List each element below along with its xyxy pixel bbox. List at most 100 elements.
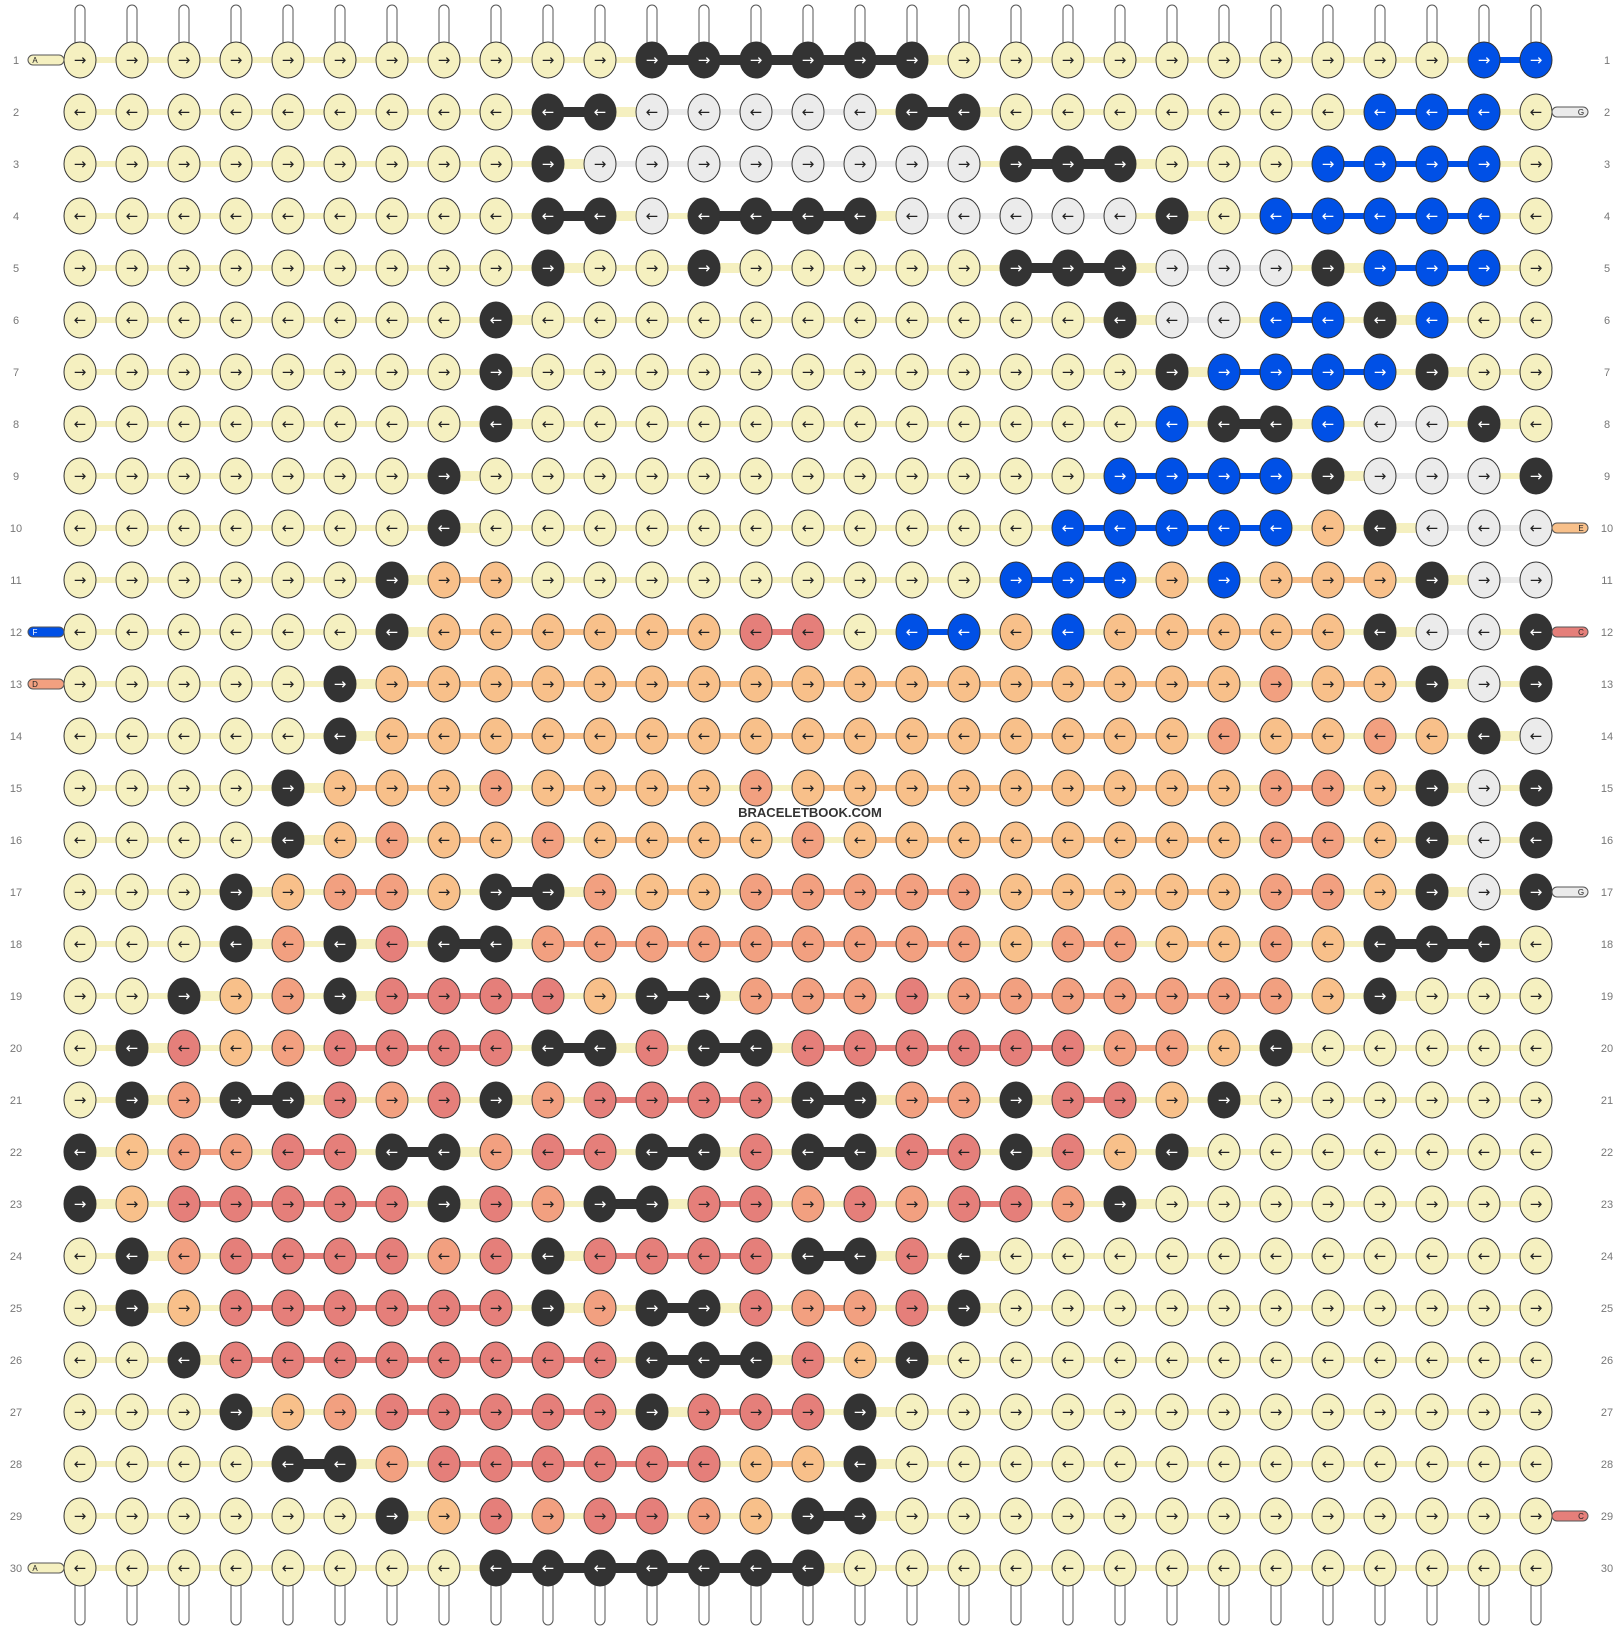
knot-arrow-icon: ← bbox=[178, 831, 191, 849]
knot-arrow-icon: → bbox=[126, 1195, 139, 1213]
knot-arrow-icon: ← bbox=[1062, 727, 1075, 745]
knot: → bbox=[1259, 1393, 1293, 1431]
knot-oval bbox=[63, 457, 97, 495]
knot-oval bbox=[323, 769, 357, 807]
knot-arrow-icon: ← bbox=[906, 415, 919, 433]
knot-arrow-icon: → bbox=[802, 1195, 815, 1213]
knot-arrow-icon: ← bbox=[1218, 1455, 1231, 1473]
knot-oval bbox=[843, 1289, 877, 1327]
knot: → bbox=[583, 41, 617, 79]
knot: ← bbox=[687, 301, 721, 339]
knot-oval bbox=[739, 249, 773, 287]
knot-oval bbox=[323, 145, 357, 183]
knot-oval bbox=[791, 873, 825, 911]
knot-arrow-icon: ← bbox=[74, 727, 87, 745]
knot-oval bbox=[895, 665, 929, 703]
knot-arrow-icon: ← bbox=[490, 1559, 503, 1577]
string-color-letter: F bbox=[33, 628, 38, 637]
knot-arrow-icon: → bbox=[386, 1299, 399, 1317]
knot-arrow-icon: → bbox=[1322, 155, 1335, 173]
knot: ← bbox=[1103, 1029, 1137, 1067]
knot-arrow-icon: ← bbox=[958, 207, 971, 225]
knot: ← bbox=[999, 301, 1033, 339]
knot: → bbox=[115, 457, 149, 495]
knot: ← bbox=[1051, 1133, 1085, 1171]
knot-arrow-icon: → bbox=[1478, 779, 1491, 797]
knot: → bbox=[947, 665, 981, 703]
knot: ← bbox=[219, 925, 253, 963]
knot-oval bbox=[1155, 1133, 1189, 1171]
knot-oval bbox=[843, 197, 877, 235]
knot-oval bbox=[1155, 1081, 1189, 1119]
knot: → bbox=[323, 561, 357, 599]
knot-oval bbox=[271, 561, 305, 599]
knot-arrow-icon: ← bbox=[1218, 1143, 1231, 1161]
knot-arrow-icon: → bbox=[646, 883, 659, 901]
knot: → bbox=[895, 249, 929, 287]
knot-oval bbox=[895, 93, 929, 131]
knot-arrow-icon: → bbox=[1270, 1299, 1283, 1317]
knot: ← bbox=[271, 1237, 305, 1275]
knot-oval bbox=[323, 613, 357, 651]
knot-oval bbox=[167, 509, 201, 547]
knot: → bbox=[1155, 145, 1189, 183]
row-number-right: 24 bbox=[1601, 1251, 1613, 1263]
knot-oval bbox=[635, 1549, 669, 1587]
knot: → bbox=[843, 873, 877, 911]
knot-oval bbox=[1519, 821, 1553, 859]
knot-oval bbox=[739, 1497, 773, 1535]
knot-oval bbox=[115, 717, 149, 755]
knot: ← bbox=[843, 509, 877, 547]
knot: → bbox=[167, 1185, 201, 1223]
knot: ← bbox=[1103, 821, 1137, 859]
knot-arrow-icon: ← bbox=[646, 207, 659, 225]
knot: ← bbox=[531, 1549, 565, 1587]
knot-arrow-icon: ← bbox=[282, 623, 295, 641]
knot-oval bbox=[999, 665, 1033, 703]
knot-oval bbox=[583, 1081, 617, 1119]
knot-arrow-icon: ← bbox=[594, 1143, 607, 1161]
knot-arrow-icon: ← bbox=[1114, 727, 1127, 745]
knot: ← bbox=[843, 1549, 877, 1587]
knot: → bbox=[1155, 1497, 1189, 1535]
knot: ← bbox=[1207, 717, 1241, 755]
knot: → bbox=[1363, 873, 1397, 911]
knot-arrow-icon: ← bbox=[1114, 1559, 1127, 1577]
knot-oval bbox=[1363, 1081, 1397, 1119]
knot: ← bbox=[167, 1341, 201, 1379]
knot-oval bbox=[167, 821, 201, 859]
knot-oval bbox=[1051, 509, 1085, 547]
knot-oval bbox=[1311, 873, 1345, 911]
knot-oval bbox=[271, 1341, 305, 1379]
row-number-left: 9 bbox=[13, 471, 19, 483]
knot: ← bbox=[1051, 1341, 1085, 1379]
knot-oval bbox=[1103, 1133, 1137, 1171]
knot: ← bbox=[63, 509, 97, 547]
knot-arrow-icon: → bbox=[1322, 1403, 1335, 1421]
knot: → bbox=[1415, 1393, 1449, 1431]
string-tails bbox=[74, 4, 1542, 1626]
knot-oval bbox=[843, 1497, 877, 1535]
knot-oval bbox=[219, 1081, 253, 1119]
knot: ← bbox=[1051, 197, 1085, 235]
knot-oval bbox=[427, 1341, 461, 1379]
knot: ← bbox=[167, 405, 201, 443]
knot: ← bbox=[1103, 301, 1137, 339]
knot-oval bbox=[1363, 1185, 1397, 1223]
knot: ← bbox=[271, 301, 305, 339]
knot-arrow-icon: ← bbox=[594, 1351, 607, 1369]
knot: → bbox=[1051, 1081, 1085, 1119]
knot-arrow-icon: → bbox=[282, 987, 295, 1005]
knot: → bbox=[687, 41, 721, 79]
knot-arrow-icon: ← bbox=[958, 831, 971, 849]
knot-arrow-icon: → bbox=[126, 883, 139, 901]
knot: → bbox=[583, 1185, 617, 1223]
knot: ← bbox=[895, 1029, 929, 1067]
knot-arrow-icon: ← bbox=[854, 1559, 867, 1577]
knot-oval bbox=[687, 613, 721, 651]
knot-arrow-icon: → bbox=[1218, 571, 1231, 589]
row-number-left: 18 bbox=[10, 939, 22, 951]
knot-oval bbox=[1259, 925, 1293, 963]
knot-oval bbox=[635, 1445, 669, 1483]
knot-arrow-icon: → bbox=[698, 987, 711, 1005]
